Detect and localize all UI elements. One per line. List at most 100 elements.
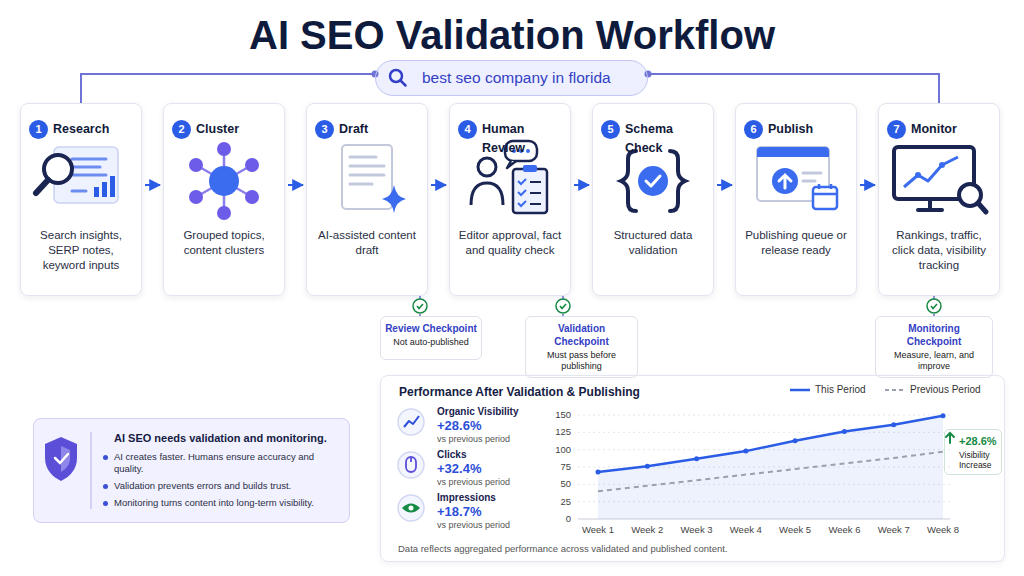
label-slot: 75 xyxy=(537,461,571,473)
step-number: 5 xyxy=(601,120,620,139)
metric-name: Clicks xyxy=(437,449,557,461)
label-slot: +18.7% xyxy=(437,504,557,520)
legend-label: This Period xyxy=(815,384,905,396)
label-slot: Week 7 xyxy=(871,524,917,536)
label-slot: This Period xyxy=(815,384,905,396)
step-card: 3DraftAI-assisted content draft xyxy=(306,103,428,296)
checkpoint-note: Not auto-published xyxy=(385,337,477,348)
metric-note: vs previous period xyxy=(437,477,557,488)
metric-note: vs previous period xyxy=(437,434,557,445)
monitor-icon xyxy=(894,147,986,212)
step-description: Structured data validation xyxy=(599,228,707,258)
bracket-line xyxy=(81,74,375,103)
step-number: 7 xyxy=(887,120,906,139)
axis-label: 125 xyxy=(537,426,571,438)
label-slot: 150 xyxy=(537,409,571,421)
checkpoint-note: Must pass before publishing xyxy=(530,350,633,372)
axis-label: 25 xyxy=(537,496,571,508)
label-slot: 100 xyxy=(537,444,571,456)
check-badge xyxy=(927,299,941,313)
draft-icon xyxy=(342,145,406,213)
axis-label: 75 xyxy=(537,461,571,473)
step-description: Editor approval, fact and quality check xyxy=(456,228,564,258)
label-slot: 0 xyxy=(537,513,571,525)
metric-name: Impressions xyxy=(437,492,557,504)
search-query: best seo company in florida xyxy=(376,61,647,94)
label-slot: 25 xyxy=(537,496,571,508)
note-bullet: AI creates faster. Humans ensure accurac… xyxy=(114,451,341,475)
axis-label: 150 xyxy=(537,409,571,421)
card-header: 5 Schema Check xyxy=(593,104,713,216)
step-number: 6 xyxy=(744,120,763,139)
step-title: Draft xyxy=(339,120,368,139)
line-end-dot xyxy=(645,71,652,78)
bracket-line xyxy=(648,74,939,103)
checkpoint-box: Monitoring CheckpointMeasure, learn, and… xyxy=(875,316,993,378)
step-title: Human Review xyxy=(482,120,566,158)
step-card: 5 Schema CheckStructured data validation xyxy=(592,103,714,296)
card-header: 3Draft xyxy=(307,104,427,216)
step-number: 4 xyxy=(458,120,477,139)
research-icon xyxy=(36,147,118,203)
legend-label: Previous Period xyxy=(910,384,1000,396)
label-slot: +28.6% xyxy=(437,418,557,434)
axis-label: Week 2 xyxy=(624,524,670,536)
checkpoint-title: Validation Checkpoint xyxy=(530,322,633,348)
step-title: Research xyxy=(53,120,109,139)
note-heading: AI SEO needs validation and monitoring. xyxy=(114,431,341,445)
axis-label: Week 1 xyxy=(575,524,621,536)
metric-value: +32.4% xyxy=(437,461,557,477)
step-card: 1ResearchSearch insights, SERP notes, ke… xyxy=(20,103,142,296)
label-slot: 50 xyxy=(537,478,571,490)
note-box: AI SEO needs validation and monitoring. A… xyxy=(33,418,350,523)
step-title: Cluster xyxy=(196,120,239,139)
check-mark xyxy=(417,304,423,309)
step-description: Search insights, SERP notes, keyword inp… xyxy=(27,228,135,273)
checkpoint-box: Review CheckpointNot auto-published xyxy=(380,316,482,360)
label-slot: Week 3 xyxy=(674,524,720,536)
diagram-title: AI SEO Validation Workflow xyxy=(12,12,1012,58)
checkpoint-title: Monitoring Checkpoint xyxy=(880,322,988,348)
card-header: 4 Human Review xyxy=(450,104,570,216)
check-badge xyxy=(556,299,570,313)
label-slot: Week 4 xyxy=(723,524,769,536)
step-card: 2ClusterGrouped topics, content clusters xyxy=(163,103,285,296)
card-header: 6Publish xyxy=(736,104,856,216)
note-bullet: Monitoring turns content into long-term … xyxy=(114,497,341,509)
label-slot: Week 2 xyxy=(624,524,670,536)
metric-value: +28.6% xyxy=(437,418,557,434)
flow-arrow xyxy=(431,184,446,186)
step-description: Rankings, traffic, click data, visibilit… xyxy=(885,228,993,273)
cluster-icon xyxy=(189,142,259,220)
search-pill: best seo company in florida xyxy=(375,60,648,96)
label-slot: Data reflects aggregated performance acr… xyxy=(398,543,818,555)
label-slot: Clicks xyxy=(437,449,557,461)
check-mark xyxy=(931,304,937,309)
note-bullet: Validation prevents errors and builds tr… xyxy=(114,480,341,492)
metric-name: Organic Visibility xyxy=(437,406,557,418)
step-number: 2 xyxy=(172,120,191,139)
axis-label: 50 xyxy=(537,478,571,490)
axis-label: Week 7 xyxy=(871,524,917,536)
step-card: 7MonitorRankings, traffic, click data, v… xyxy=(878,103,1000,296)
flow-arrow xyxy=(860,184,875,186)
shield-icon xyxy=(45,437,77,481)
axis-label: Week 4 xyxy=(723,524,769,536)
footnote: Data reflects aggregated performance acr… xyxy=(398,543,818,555)
checkpoint-title: Review Checkpoint xyxy=(385,322,477,335)
axis-label: Week 8 xyxy=(920,524,966,536)
step-card: 6PublishPublishing queue or release read… xyxy=(735,103,857,296)
metric-value: +18.7% xyxy=(437,504,557,520)
label-slot: Organic Visibility xyxy=(437,406,557,418)
axis-label: Week 6 xyxy=(821,524,867,536)
callout-value: +28.6% xyxy=(959,434,998,448)
label-slot: Previous Period xyxy=(910,384,1000,396)
label-slot: +32.4% xyxy=(437,461,557,477)
step-title: Schema Check xyxy=(625,120,709,158)
step-description: AI-assisted content draft xyxy=(313,228,421,258)
axis-label: Week 5 xyxy=(772,524,818,536)
label-slot: Week 5 xyxy=(772,524,818,536)
schema-icon xyxy=(621,151,685,211)
flow-arrow xyxy=(288,184,303,186)
label-slot: AI SEO Validation Workflow xyxy=(12,12,1012,58)
